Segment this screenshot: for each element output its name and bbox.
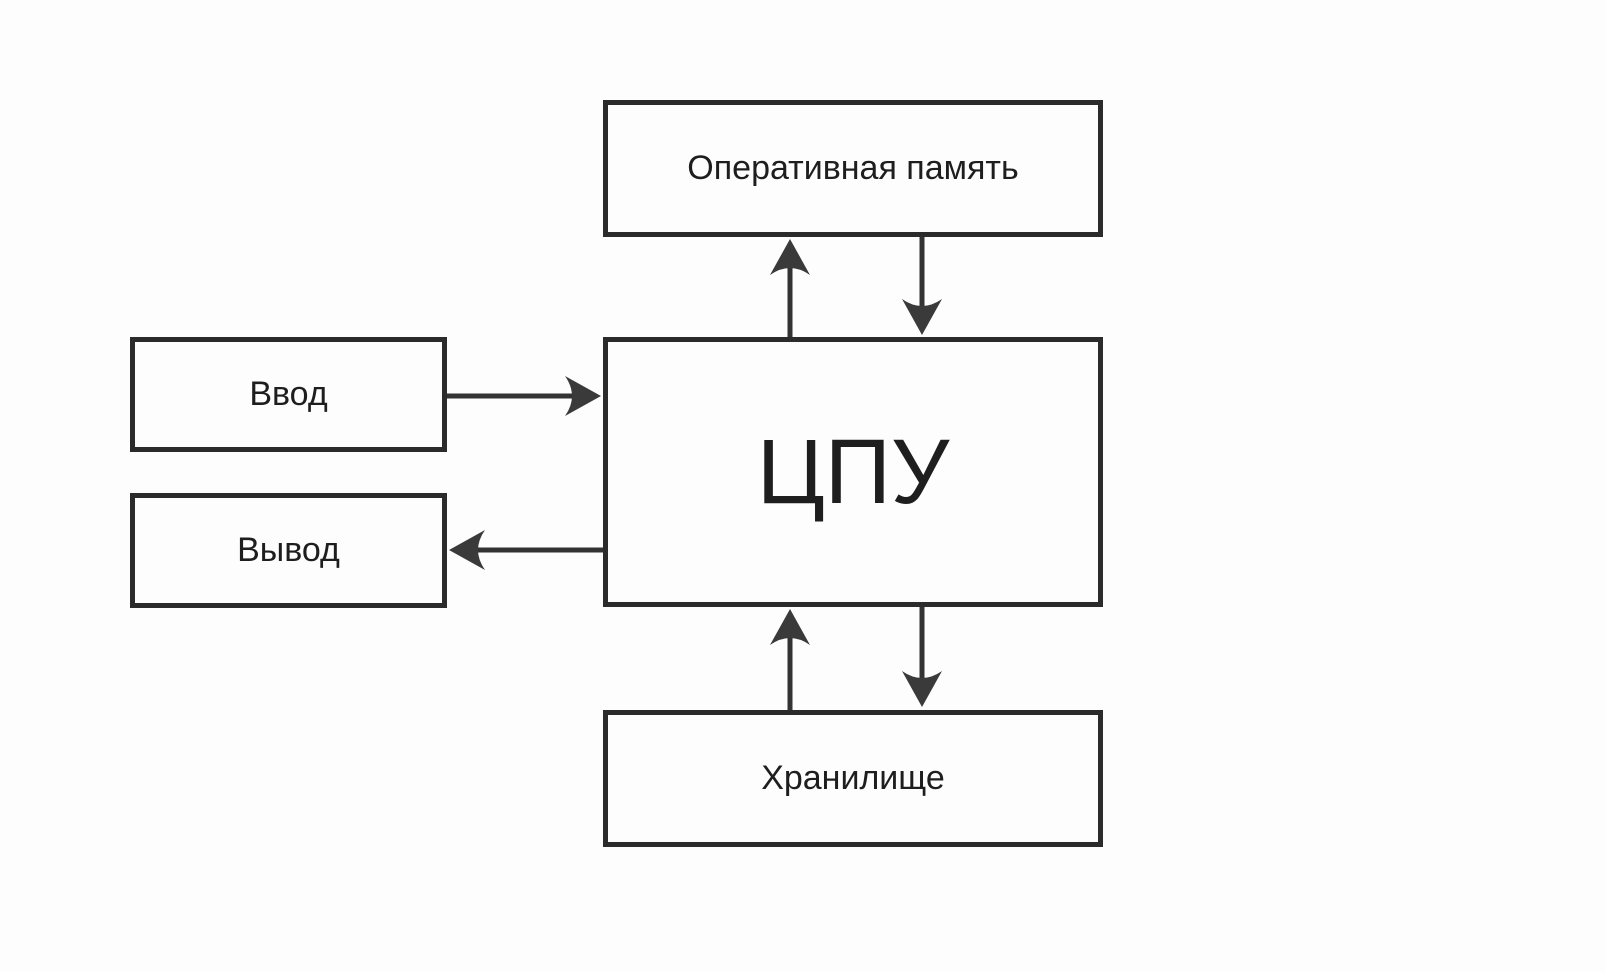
edge-input-to-cpu — [447, 376, 601, 416]
node-cpu: ЦПУ — [603, 337, 1103, 607]
node-ram: Оперативная память — [603, 100, 1103, 237]
edge-storage-to-cpu — [770, 609, 810, 710]
node-cpu-label: ЦПУ — [756, 420, 950, 523]
node-storage-label: Хранилище — [761, 759, 945, 798]
edge-input-to-cpu-arrowhead-right-icon — [565, 376, 601, 416]
edge-cpu-to-output — [449, 530, 603, 570]
node-input: Ввод — [130, 337, 447, 452]
node-output-label: Вывод — [237, 531, 340, 570]
edge-ram-to-cpu-arrowhead-down-icon — [902, 299, 942, 335]
edge-storage-to-cpu-arrowhead-up-icon — [770, 609, 810, 645]
edge-cpu-to-storage-arrowhead-down-icon — [902, 671, 942, 707]
edge-cpu-to-storage — [902, 605, 942, 707]
node-input-label: Ввод — [249, 375, 328, 414]
edge-cpu-to-ram-arrowhead-up-icon — [770, 239, 810, 275]
node-ram-label: Оперативная память — [687, 149, 1019, 188]
node-output: Вывод — [130, 493, 447, 608]
node-storage: Хранилище — [603, 710, 1103, 847]
edge-ram-to-cpu — [902, 237, 942, 335]
edge-cpu-to-output-arrowhead-left-icon — [449, 530, 485, 570]
edge-cpu-to-ram — [770, 239, 810, 337]
